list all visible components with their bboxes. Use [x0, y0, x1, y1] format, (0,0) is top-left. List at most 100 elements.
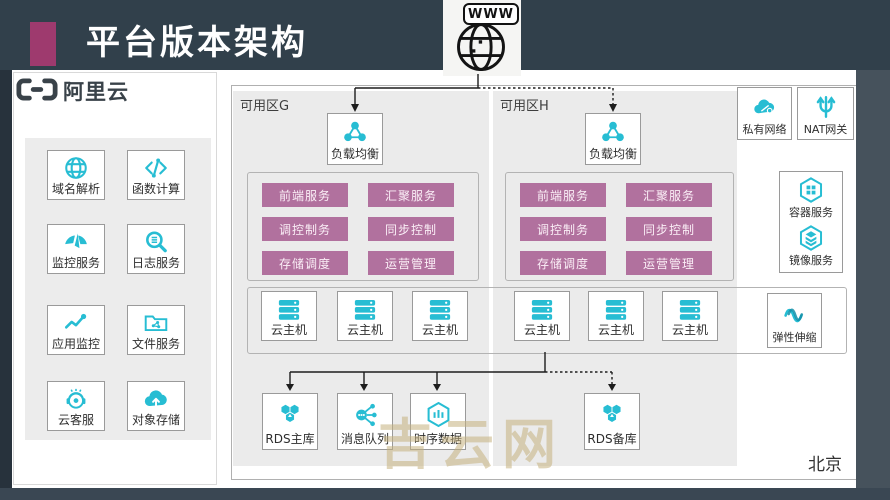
database-box: RDS备库 — [584, 393, 640, 450]
node-label: 镜像服务 — [789, 254, 833, 267]
services-container-zone-h: 前端服务汇聚服务调控制务同步控制存储调度运营管理 — [505, 172, 734, 281]
node-label: 消息队列 — [340, 431, 389, 446]
cloud-host-server-icon — [527, 295, 557, 324]
internet-entry: WWW — [443, 0, 521, 76]
load-balancer-icon — [599, 117, 627, 148]
node-label: 弹性伸缩 — [772, 330, 817, 344]
node-label: 时序数据 — [413, 431, 462, 446]
node-label: 容器服务 — [789, 206, 833, 219]
sidebar-service-box: 域名解析 — [47, 150, 105, 200]
sidebar-service-box: 日志服务 — [127, 224, 185, 274]
auto-scaling-box: 弹性伸缩 — [767, 293, 822, 348]
node-label: 文件服务 — [131, 336, 180, 351]
service-box: 存储调度 — [520, 251, 606, 275]
node-label: 云主机 — [421, 322, 458, 337]
alibaba-cloud-logo: 阿里云 — [16, 76, 129, 106]
cloud-host-server-icon — [601, 295, 631, 324]
database-box: RDS主库 — [262, 393, 318, 450]
load-balancer-box-zone-h: 负载均衡 — [585, 113, 641, 165]
zone-label: 可用区G — [240, 99, 290, 114]
service-box: 调控制务 — [520, 217, 606, 241]
cloud-host-box: 云主机 — [412, 291, 468, 341]
cloud-host-box: 云主机 — [662, 291, 718, 341]
www-badge: WWW — [463, 3, 519, 25]
cloud-hosts-container — [247, 287, 847, 354]
node-label: NAT网关 — [803, 122, 848, 136]
node-label: 云主机 — [671, 322, 708, 337]
cloud-host-box: 云主机 — [588, 291, 644, 341]
alibaba-cloud-logo-icon — [16, 78, 58, 105]
image-service-item: 镜像服务 — [789, 224, 833, 268]
load-balancer-box-zone-g: 负载均衡 — [327, 113, 383, 165]
slide-frame-bottom — [0, 488, 890, 500]
cloud-host-box: 云主机 — [514, 291, 570, 341]
sidebar-service-box: 应用监控 — [47, 305, 105, 355]
nat-gateway-icon — [813, 91, 839, 124]
node-label: 负载均衡 — [330, 146, 379, 161]
node-label: 云主机 — [597, 322, 634, 337]
node-label: 云主机 — [270, 322, 307, 337]
service-box: 前端服务 — [520, 183, 606, 207]
message-queue-icon — [351, 397, 379, 433]
time-series-icon — [425, 397, 452, 433]
node-label: 云主机 — [523, 322, 560, 337]
database-box: 时序数据 — [410, 393, 466, 450]
node-label: 监控服务 — [51, 255, 100, 270]
container-service-item: 容器服务 — [789, 176, 833, 220]
file-service-folder-icon — [143, 309, 169, 338]
cloud-host-server-icon — [350, 295, 380, 324]
service-box: 前端服务 — [262, 183, 348, 207]
slide-frame-left — [0, 0, 12, 500]
rds-icon — [597, 397, 627, 433]
service-box: 运营管理 — [626, 251, 712, 275]
nat-gateway-box: NAT网关 — [797, 87, 854, 140]
image-service-layers-icon — [797, 224, 825, 252]
page-title: 平台版本架构 — [86, 23, 308, 63]
service-box: 汇聚服务 — [368, 183, 454, 207]
cloud-host-box: 云主机 — [337, 291, 393, 341]
function-compute-icon — [143, 154, 169, 183]
logo-text: 阿里云 — [63, 80, 129, 104]
dns-globe-icon — [63, 154, 89, 183]
www-globe-icon — [454, 20, 508, 78]
cloud-host-server-icon — [274, 295, 304, 324]
monitor-gauge-icon — [63, 228, 89, 257]
load-balancer-icon — [341, 117, 369, 148]
cloud-support-headset-icon — [63, 385, 89, 414]
node-label: 负载均衡 — [588, 146, 637, 161]
object-storage-cloud-icon — [142, 385, 170, 414]
cloud-host-server-icon — [425, 295, 455, 324]
container-image-services-box: 容器服务 镜像服务 — [779, 171, 843, 273]
sidebar-service-box: 云客服 — [47, 381, 105, 431]
service-box: 调控制务 — [262, 217, 348, 241]
service-box: 同步控制 — [368, 217, 454, 241]
node-label: 日志服务 — [131, 255, 180, 270]
cloud-host-server-icon — [675, 295, 705, 324]
service-box: 运营管理 — [368, 251, 454, 275]
vpc-cloud-icon — [750, 91, 780, 124]
auto-scaling-wave-icon — [780, 297, 810, 332]
zone-label: 可用区H — [500, 99, 549, 114]
rds-icon — [275, 397, 305, 433]
log-search-icon — [143, 228, 169, 257]
services-container-zone-g: 前端服务汇聚服务调控制务同步控制存储调度运营管理 — [247, 172, 479, 281]
cloud-host-box: 云主机 — [261, 291, 317, 341]
title-accent-block — [30, 22, 56, 66]
sidebar-service-box: 监控服务 — [47, 224, 105, 274]
node-label: 云客服 — [57, 412, 94, 427]
service-box: 存储调度 — [262, 251, 348, 275]
region-label: 北京 — [808, 455, 842, 475]
service-box: 汇聚服务 — [626, 183, 712, 207]
node-label: 私有网络 — [742, 122, 787, 136]
node-label: 对象存储 — [131, 412, 180, 427]
node-label: 函数计算 — [131, 181, 180, 196]
sidebar-service-box: 文件服务 — [127, 305, 185, 355]
database-box: 消息队列 — [337, 393, 393, 450]
service-box: 同步控制 — [626, 217, 712, 241]
node-label: 域名解析 — [51, 181, 100, 196]
slide-frame-right — [856, 0, 890, 500]
container-service-hexagon-icon — [797, 176, 825, 204]
sidebar-service-box: 函数计算 — [127, 150, 185, 200]
node-label: RDS备库 — [587, 431, 637, 446]
